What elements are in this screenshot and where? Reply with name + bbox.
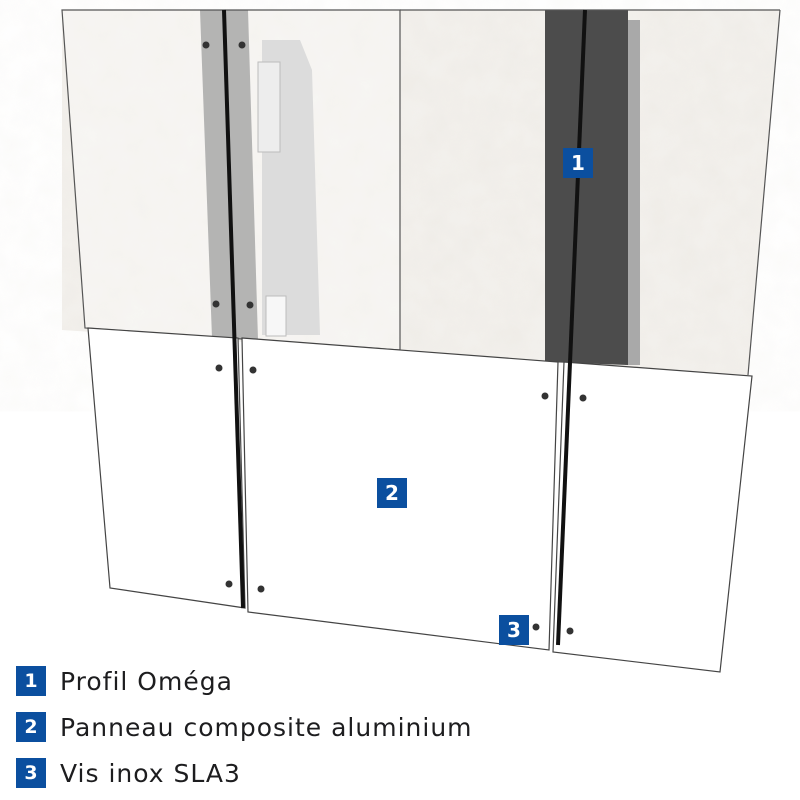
callout-badge-2: 2 [377,478,407,508]
legend-badge: 3 [16,758,46,788]
joint-line [222,9,245,609]
callout-badge-1: 1 [563,148,593,178]
screws [202,41,587,635]
legend-item: 2 Panneau composite aluminium [16,704,473,750]
legend-label: Panneau composite aluminium [60,712,473,742]
legend-item: 1 Profil Oméga [16,658,473,704]
joint-line [556,9,587,646]
composite-panels [87,327,753,673]
legend-label: Vis inox SLA3 [60,758,241,788]
callout-badge-3: 3 [499,615,529,645]
bracket [257,61,281,153]
legend-badge: 1 [16,666,46,696]
legend: 1 Profil Oméga 2 Panneau composite alumi… [16,658,473,796]
legend-label: Profil Oméga [60,666,233,696]
bracket-shadow [625,20,640,365]
bracket [265,295,287,337]
omega-profile-right [545,10,628,365]
legend-badge: 2 [16,712,46,742]
legend-item: 3 Vis inox SLA3 [16,750,473,796]
